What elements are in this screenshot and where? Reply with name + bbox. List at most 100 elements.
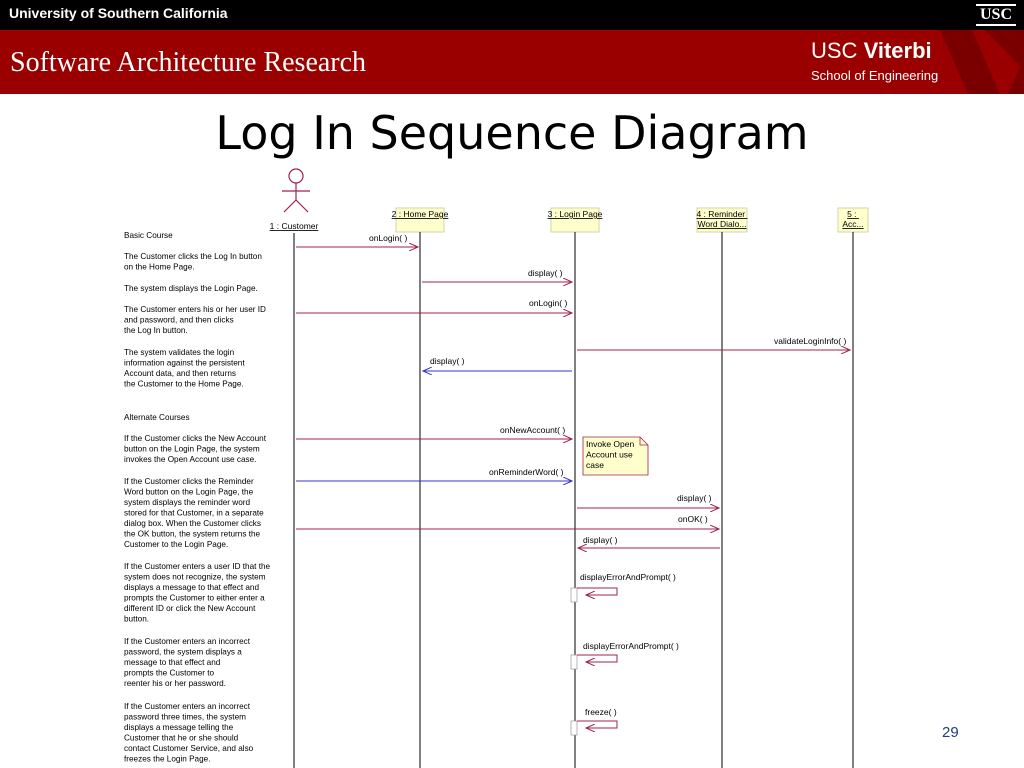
actor-right-leg [295, 199, 309, 213]
message-label: display( ) [677, 493, 712, 503]
usc-logo: USC [975, 4, 1016, 26]
object-label: 2 : Home Page [392, 209, 449, 219]
brand-viterbi: Viterbi [863, 38, 932, 63]
annotation-line: If the Customer clicks the Reminder [124, 477, 254, 486]
lab-banner: Software Architecture Research USC Viter… [0, 30, 1024, 94]
message-label: validateLoginInfo( ) [774, 336, 846, 346]
message-label: display( ) [528, 268, 563, 278]
note-text: Invoke Open Account use case [586, 439, 637, 470]
activation-bar [570, 654, 578, 670]
annotation-line: prompts the Customer to [124, 669, 215, 678]
top-bar: University of Southern California USC [0, 0, 1024, 30]
message-label: onLogin( ) [369, 233, 407, 243]
annotation-line: Account data, and then returns [124, 369, 236, 378]
annotation-line: on the Home Page. [124, 263, 195, 272]
actor-label: 1 : Customer [270, 221, 319, 231]
annotation-line: If the Customer clicks the New Account [124, 434, 267, 443]
object-label-line1: 5 : [847, 209, 856, 219]
object-label-line1: 4 : Reminder [696, 209, 745, 219]
annotation-text: If the Customer enters an incorrect pass… [124, 702, 256, 764]
university-name: University of Southern California [9, 5, 228, 21]
annotation-heading: Alternate Courses [124, 413, 190, 422]
message-label: freeze( ) [585, 707, 617, 717]
annotation-line: system displays the reminder word [124, 498, 250, 507]
messages: onLogin( ) display( ) onLogin( ) validat… [296, 233, 850, 736]
viterbi-logo: USC Viterbi [811, 38, 932, 64]
annotation-line: dialog box. When the Customer clicks [124, 519, 261, 528]
customer-actor-icon [282, 168, 310, 213]
annotation-text: The Customer enters his or her user ID a… [124, 305, 268, 335]
annotation-line: the Log In button. [124, 326, 188, 335]
note-shape [582, 436, 649, 476]
annotation-line: password three times, the system [124, 713, 246, 722]
annotation-line: different ID or click the New Account [124, 604, 256, 613]
annotation-text: If the Customer enters a user ID that th… [124, 562, 272, 624]
annotation-line: displays a message telling the [124, 723, 234, 732]
message-label: display( ) [583, 535, 618, 545]
annotation-text: The system validates the login informati… [124, 348, 247, 389]
note-line: Account use [586, 450, 633, 460]
object-label: 4 : Reminder Word Dialo... [696, 209, 747, 229]
message-label: onOK( ) [678, 514, 708, 524]
object-login-page: 3 : Login Page [548, 207, 603, 233]
note-line: Invoke Open [586, 439, 634, 449]
annotation-line: The Customer clicks the Log In button [124, 252, 262, 261]
slide-page-number: 29 [942, 724, 959, 741]
message-label: display( ) [430, 356, 465, 366]
school-name: School of Engineering [811, 68, 939, 83]
object-home-page: 2 : Home Page [392, 207, 449, 233]
self-message-arrow [577, 654, 618, 662]
annotation-heading: Basic Course [124, 231, 173, 240]
annotation-line: password, the system displays a [124, 648, 242, 657]
annotation-line: If the Customer enters an incorrect [124, 702, 251, 711]
self-message-arrow [577, 720, 618, 728]
annotation-line: the Customer to the Home Page. [124, 380, 244, 389]
note-fold [639, 437, 648, 446]
object-reminder-dialog: 4 : Reminder Word Dialo... [696, 207, 748, 233]
activation-bar [570, 587, 578, 603]
annotation-line: reenter his or her password. [124, 679, 226, 688]
object-label: 3 : Login Page [548, 209, 603, 219]
object-label: 5 : Acc... [842, 209, 863, 229]
note-line: case [586, 460, 604, 470]
actor-head [288, 168, 304, 184]
annotation-line: stored for that Customer, in a separate [124, 509, 264, 518]
annotation-line: invokes the Open Account use case. [124, 455, 256, 464]
actor-left-leg [283, 199, 297, 213]
annotation-line: Customer that he or she should [124, 734, 239, 743]
annotation-text: If the Customer clicks the Reminder Word… [124, 477, 266, 549]
annotation-line: information against the persistent [124, 359, 245, 368]
object-label-line2: Word Dialo... [698, 219, 747, 229]
brand-usc: USC [811, 38, 858, 63]
annotation-line: displays a message to that effect and [124, 583, 259, 592]
annotation-line: If the Customer enters an incorrect [124, 637, 251, 646]
annotation-line: freezes the Login Page. [124, 755, 211, 764]
banner-stripe [940, 30, 1000, 94]
annotation-line: The Customer enters his or her user ID [124, 305, 266, 314]
banner-stripe [1008, 58, 1024, 94]
slide-title: Log In Sequence Diagram [215, 106, 809, 160]
annotation-line: and password, and then clicks [124, 316, 234, 325]
annotation-text: If the Customer enters an incorrect pass… [124, 637, 252, 688]
annotation-line: contact Customer Service, and also [124, 744, 254, 753]
message-label: displayErrorAndPrompt( ) [583, 641, 679, 651]
object-box [696, 207, 748, 233]
object-account: 5 : Acc... [837, 207, 869, 233]
annotation-line: Word button on the Login Page, the [124, 488, 254, 497]
annotation-text: If the Customer clicks the New Account b… [124, 434, 268, 464]
lifelines [293, 232, 854, 768]
annotation-line: button on the Login Page, the system [124, 445, 260, 454]
message-label: displayErrorAndPrompt( ) [580, 572, 676, 582]
message-label: onNewAccount( ) [500, 425, 565, 435]
lab-name: Software Architecture Research [10, 47, 367, 78]
annotation-text: The Customer clicks the Log In button on… [124, 252, 264, 272]
banner-pattern [940, 30, 1024, 94]
annotation-line: system does not recognize, the system [124, 573, 266, 582]
object-label-line2: Acc... [842, 219, 863, 229]
self-message-arrow [577, 587, 618, 595]
activation-bar [570, 720, 578, 736]
annotation-line: message to that effect and [124, 658, 221, 667]
scenario-annotations: Basic Course The Customer clicks the Log… [124, 231, 272, 764]
annotation-line: the OK button, the system returns the [124, 530, 261, 539]
